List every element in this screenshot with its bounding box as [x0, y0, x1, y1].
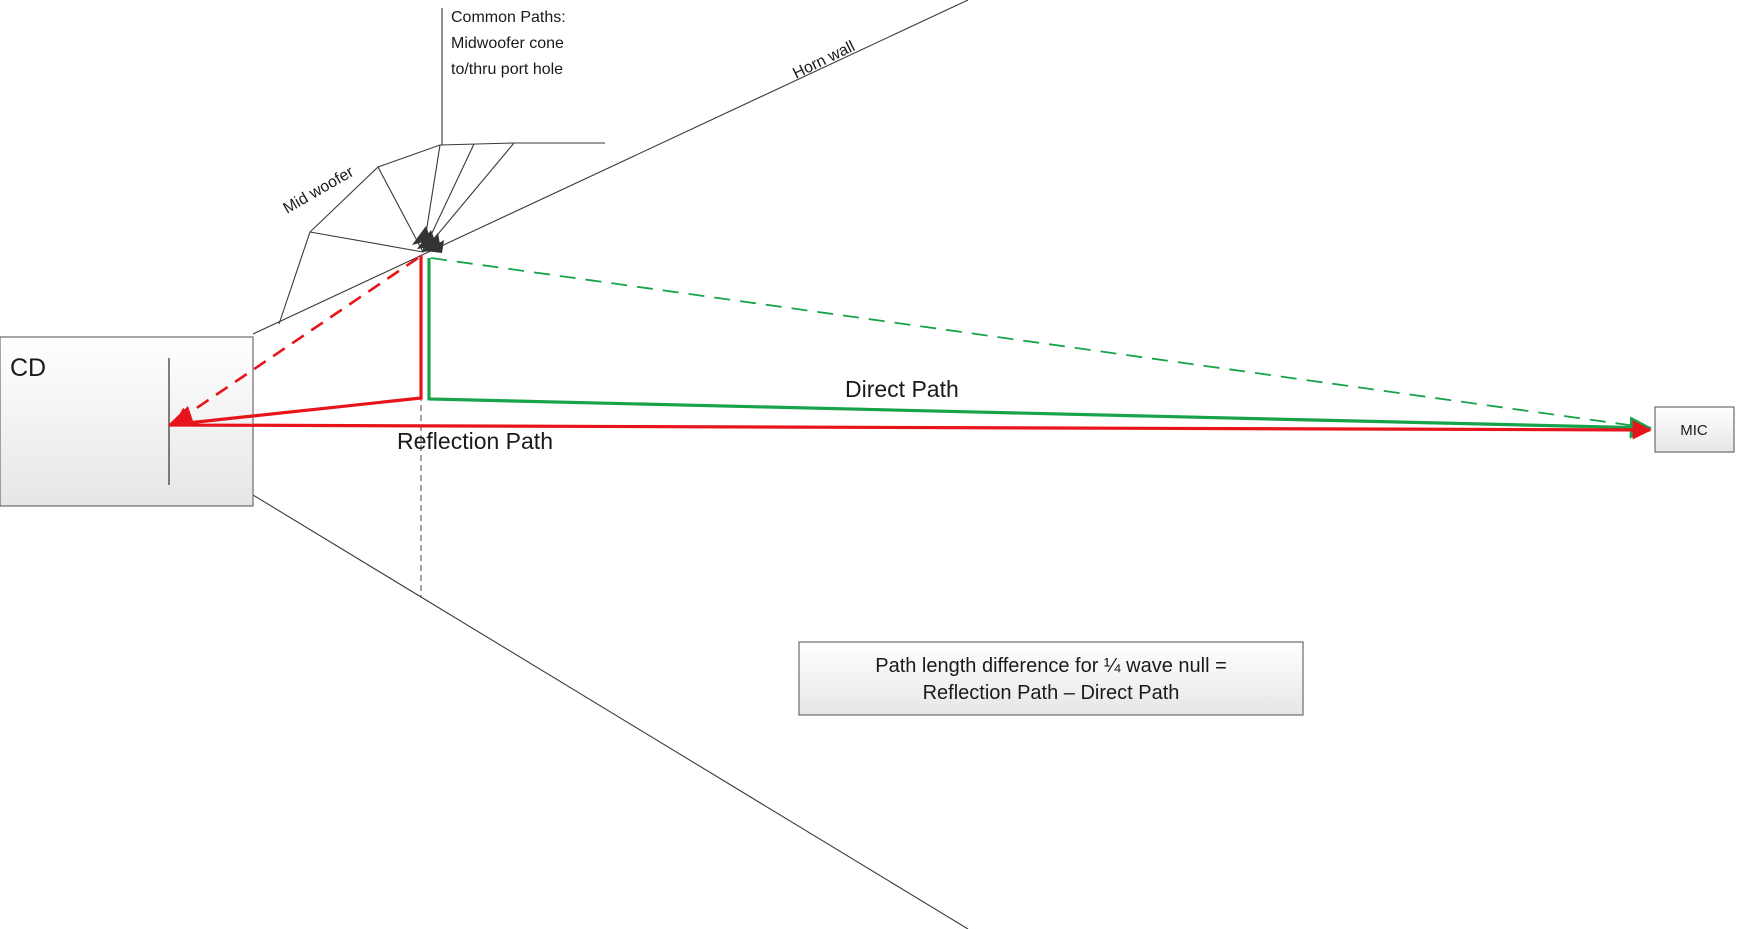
- reflection-path-dashed: [174, 256, 419, 424]
- common-paths-line-1: Common Paths:: [451, 9, 566, 26]
- horn-wall-label: Horn wall: [790, 38, 857, 83]
- mid-woofer-cone: [278, 142, 605, 325]
- horn-wall-lower: [252, 494, 969, 929]
- reflection-path-line: [168, 255, 1652, 440]
- mid-woofer-label: Mid woofer: [281, 163, 358, 217]
- port-hole-arrows: [412, 226, 444, 253]
- note-line-1: Path length difference for ¼ wave null =: [875, 655, 1227, 677]
- common-paths-line-3: to/thru port hole: [451, 61, 563, 78]
- cd-label: CD: [10, 354, 46, 382]
- direct-path-line: [427, 258, 1653, 439]
- direct-path-label: Direct Path: [845, 376, 959, 402]
- mic-label: MIC: [1680, 422, 1708, 439]
- direct-path-dashed: [430, 257, 1651, 429]
- reflection-arrow-cd: [168, 406, 193, 425]
- common-paths-line-2: Midwoofer cone: [451, 35, 564, 52]
- mic-box: MIC: [1654, 406, 1735, 453]
- path-length-note: Path length difference for ¼ wave null =…: [798, 641, 1304, 716]
- reflection-path-label: Reflection Path: [397, 428, 553, 454]
- horn-wall-upper: [252, 0, 969, 335]
- note-line-2: Reflection Path – Direct Path: [923, 682, 1180, 704]
